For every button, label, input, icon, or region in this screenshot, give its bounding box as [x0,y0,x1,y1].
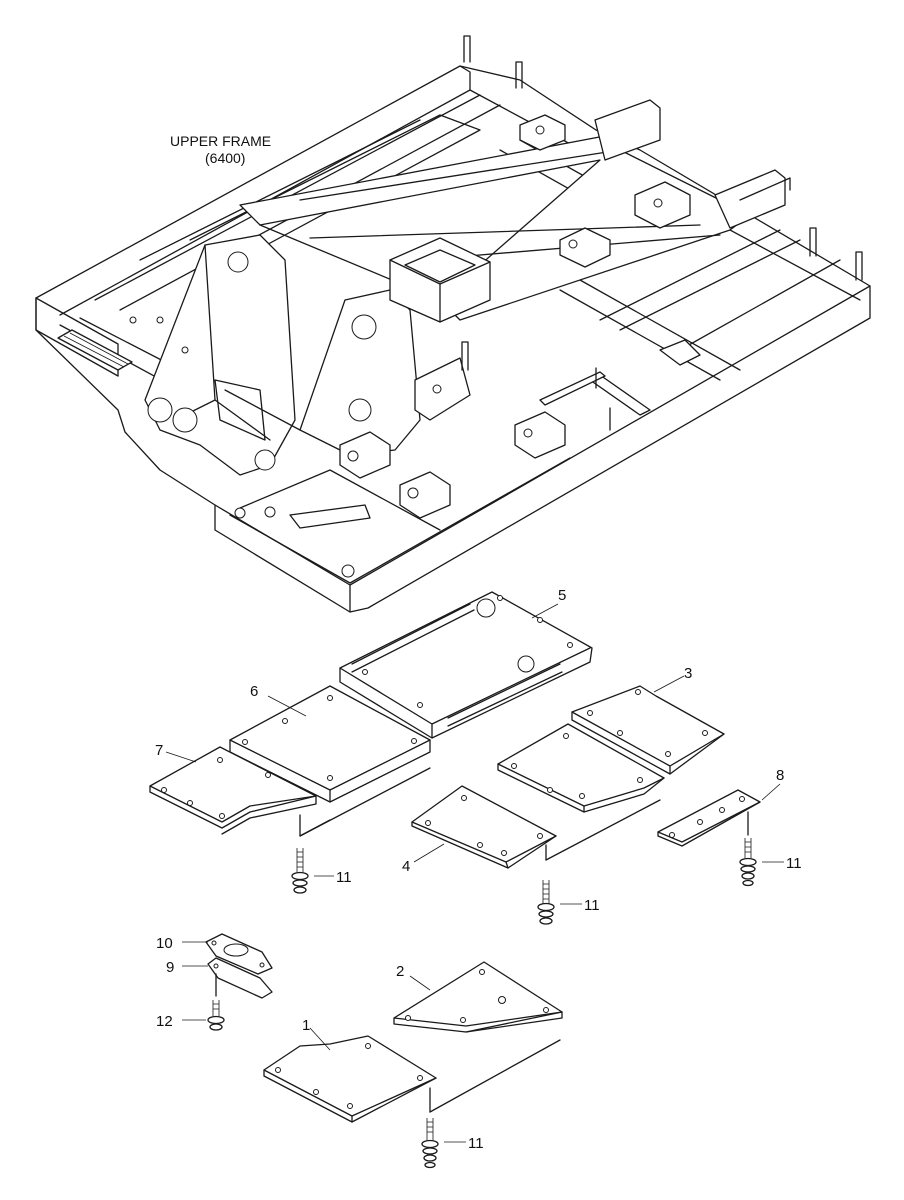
callout-3: 3 [684,665,692,682]
upper-frame [35,35,871,613]
callout-8: 8 [776,767,784,784]
callout-11-bottom: 11 [468,1135,484,1152]
bolt-11-right [739,811,757,887]
bolt-11-middle [537,844,555,925]
cover-plate-3 [571,685,725,775]
cover-plate-2 [393,961,563,1033]
bolt-11-left [291,814,331,894]
upper-frame-title: UPPER FRAME [170,133,271,149]
upper-frame-code: (6400) [205,150,245,166]
callout-11-left: 11 [336,869,352,886]
cover-plate-1 [263,1035,437,1123]
cover-plate-4 [411,785,557,869]
callout-4: 4 [402,858,410,875]
callout-7: 7 [155,742,163,759]
bracket-10 [205,933,273,975]
callout-2: 2 [396,963,404,980]
cover-plate-5 [339,591,593,739]
callout-9: 9 [166,959,174,976]
callout-12: 12 [156,1013,173,1030]
cover-plate-8 [657,789,761,847]
bracket-9 [207,957,273,999]
callout-11-middle: 11 [584,897,600,914]
callout-5: 5 [558,587,566,604]
leader-lines [165,603,784,1143]
callout-1: 1 [302,1017,310,1034]
cover-plate-7 [149,746,317,835]
cover-plate-6 [229,685,431,803]
callout-6: 6 [250,683,258,700]
callout-10: 10 [156,935,173,952]
bolt-11-bottom [421,1087,439,1169]
callout-11-right: 11 [786,855,802,872]
cover-plate-middle [497,723,665,813]
bolt-12 [207,973,225,1031]
